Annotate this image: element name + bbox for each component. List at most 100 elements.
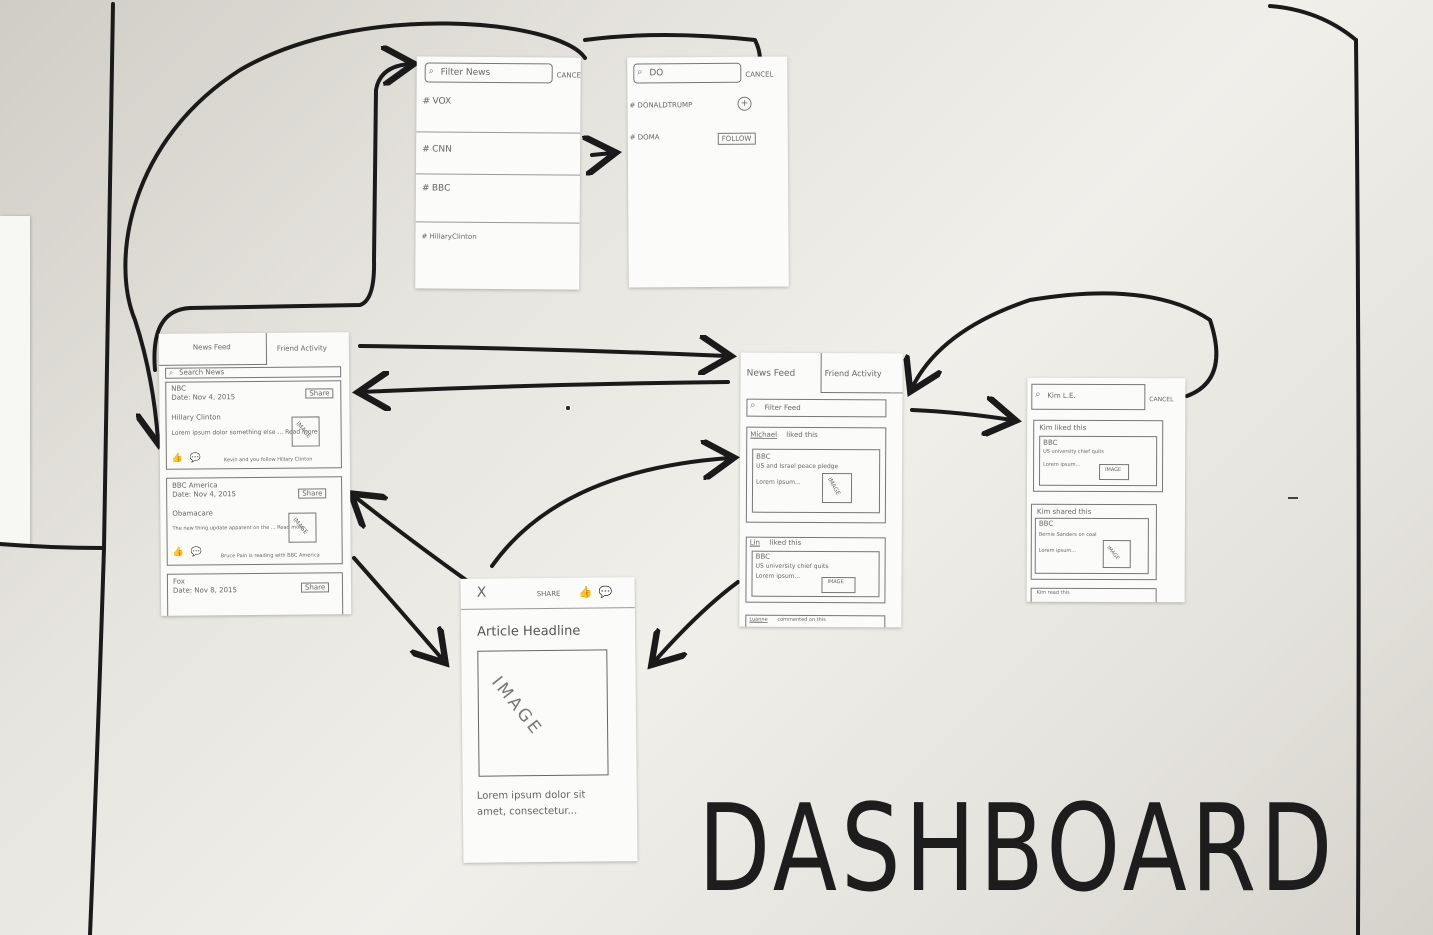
search-icon: ⌕: [750, 400, 756, 411]
source-label: VOX: [432, 96, 452, 107]
activity-actor[interactable]: Lin: [749, 538, 761, 547]
image-label: IMAGE: [827, 579, 844, 586]
divider: [416, 131, 581, 134]
comment-icon[interactable]: 💬: [598, 585, 613, 599]
close-icon[interactable]: X: [476, 584, 487, 601]
frame-top-line: [1268, 4, 1358, 42]
like-icon[interactable]: 👍: [578, 585, 593, 599]
article-snippet: Lorem ipsum...: [756, 478, 801, 486]
activity-actor[interactable]: Michael: [750, 430, 778, 439]
image-label: IMAGE: [1105, 466, 1122, 474]
article-title: Bernie Sanders on coal: [1038, 531, 1097, 538]
cancel-button[interactable]: CANCEL: [745, 70, 774, 79]
results-screen-card: ⌕ DO CANCEL # DONALDTRUMP + # DOMA FOLLO…: [627, 56, 789, 288]
article-source: BBC: [755, 552, 771, 561]
search-field-text: DO: [649, 68, 664, 79]
article-source: BBC: [1038, 519, 1054, 528]
frame-right-line: [1354, 38, 1361, 935]
arrow-article-to-feed: [354, 496, 468, 582]
comment-icon[interactable]: 💬: [190, 547, 202, 558]
article-body-line-2: amet, consectetur...: [476, 805, 578, 818]
result-label: DOMA: [637, 133, 660, 142]
arrow-feed-to-activity: [358, 346, 727, 356]
activity-header: Kim read this: [1036, 589, 1070, 596]
frame-notch-line: [0, 542, 106, 550]
search-icon: ⌕: [169, 368, 174, 377]
tab-friend-activity[interactable]: Friend Activity: [276, 344, 327, 353]
search-field-text: Search News: [179, 368, 225, 377]
activity-actor[interactable]: Luanne: [749, 616, 768, 623]
share-button[interactable]: Share: [305, 388, 334, 399]
tab-label: Friend Activity: [824, 369, 882, 379]
activity-header: Kim shared this: [1036, 507, 1092, 516]
source-label: CNN: [432, 144, 452, 155]
source-item-vox[interactable]: # VOX: [422, 96, 452, 107]
article-screen-card: X SHARE 👍 💬 Article Headline IMAGE Lorem…: [460, 577, 638, 863]
arrow-cancel-loop: [583, 33, 762, 62]
item-date: Date: Nov 8, 2015: [172, 586, 237, 595]
search-icon: ⌕: [428, 66, 434, 77]
item-social: Kevin and you follow Hillary Clinton: [223, 456, 313, 464]
article-snippet: Lorem ipsum...: [1043, 461, 1081, 468]
source-item-bbc[interactable]: # BBC: [421, 183, 451, 194]
item-social: Bruce Pain is reading with BBC America: [220, 552, 320, 560]
divider: [460, 607, 635, 610]
search-icon: ⌕: [1035, 389, 1041, 400]
article-body-line-1: Lorem ipsum dolor sit: [476, 789, 586, 802]
item-source: Fox: [172, 577, 185, 586]
source-label: BBC: [431, 183, 451, 194]
source-item-cnn[interactable]: # CNN: [422, 144, 452, 155]
cancel-button[interactable]: CANCEL: [556, 71, 581, 80]
arrow-article-to-activity: [490, 458, 730, 568]
item-date: Date: Nov 4, 2015: [171, 393, 236, 402]
source-item-hillary[interactable]: # HillaryClinton: [421, 232, 477, 241]
search-field-text: Filter Feed: [764, 403, 801, 412]
item-headline: Obamacare: [172, 509, 213, 518]
follow-button[interactable]: FOLLOW: [717, 132, 756, 145]
arrow-search-to-results: [592, 153, 612, 155]
paper-strip: [0, 216, 30, 546]
share-button[interactable]: Share: [300, 582, 330, 593]
item-source: NBC: [171, 384, 187, 393]
friend-activity-screen-card: News Feed Friend Activity ⌕ Filter Feed …: [739, 352, 903, 628]
article-headline: Article Headline: [476, 623, 581, 640]
like-icon[interactable]: 👍: [171, 453, 184, 464]
arrow-feed-to-article: [352, 556, 443, 660]
board-title: DASHBOARD: [698, 780, 1337, 920]
article-source: BBC: [1043, 438, 1058, 447]
tab-news-feed[interactable]: News Feed: [746, 368, 796, 379]
add-follow-button[interactable]: +: [737, 96, 752, 111]
cancel-button[interactable]: CANCEL: [1149, 396, 1174, 404]
article-source: BBC: [756, 452, 771, 461]
share-label[interactable]: SHARE: [536, 589, 561, 599]
share-button[interactable]: Share: [298, 488, 327, 499]
friend-search-screen-card: ⌕ Kim L.E. CANCEL Kim liked this BBC US …: [1026, 377, 1186, 603]
arrow-activity-to-article: [654, 580, 740, 662]
result-label: DONALDTRUMP: [637, 101, 693, 110]
arrow-activity-to-friendsearch: [910, 410, 1012, 420]
source-label: HillaryClinton: [429, 232, 477, 241]
article-title: US university chief quits: [755, 562, 829, 571]
activity-verb: liked this: [769, 538, 802, 547]
like-icon[interactable]: 👍: [172, 547, 184, 558]
arrow-friendsearch-loop: [912, 291, 1219, 398]
frame-left-line: [88, 2, 115, 935]
arrow-activity-to-feed: [362, 382, 730, 392]
item-date: Date: Nov 4, 2015: [172, 490, 237, 499]
article-image: [477, 649, 609, 777]
search-field-text: Kim L.E.: [1047, 391, 1076, 400]
item-body: The new thing update apparent on the ...…: [172, 524, 305, 532]
article-title: US university chief quits: [1043, 448, 1104, 455]
news-feed-screen-card: News Feed Friend Activity ⌕ Search News …: [158, 332, 352, 616]
article-snippet: Lorem ipsum...: [1038, 547, 1077, 554]
arrow-loop-to-feed: [123, 21, 587, 440]
arrow-feed-to-search: [152, 64, 410, 372]
item-headline: Hillary Clinton: [171, 413, 221, 422]
activity-header: Kim liked this: [1039, 423, 1087, 432]
search-screen-card: ⌕ Filter News CANCEL # VOX # CNN # BBC #…: [415, 56, 581, 290]
article-title: US and Israel peace pledge: [756, 462, 839, 471]
search-icon: ⌕: [637, 67, 643, 78]
comment-icon[interactable]: 💬: [189, 453, 202, 464]
item-source: BBC America: [172, 481, 218, 490]
